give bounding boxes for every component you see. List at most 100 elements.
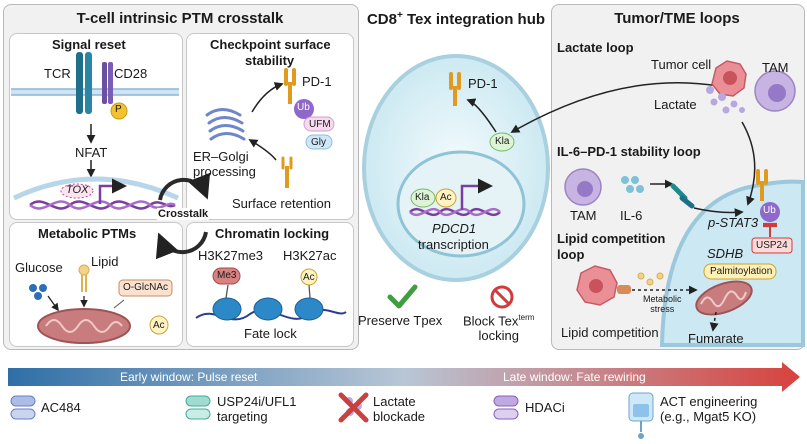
right-ub-label: Ub (763, 205, 776, 216)
therapy-act-1: ACT engineering (660, 394, 758, 409)
signal-reset-title: Signal reset (52, 37, 126, 52)
early-window-label: Early window: Pulse reset (120, 370, 258, 384)
nuclear-ac-label: Ac (440, 192, 452, 203)
checkpoint-pd1-label: PD-1 (302, 74, 332, 89)
usp24-badge (751, 237, 793, 254)
center-dna-helix (409, 207, 501, 217)
me3-badge (212, 267, 241, 285)
tam-cell-icon (754, 70, 796, 112)
right-panel-title: Tumor/TME loops (614, 10, 740, 27)
er-golgi-label-1: ER–Golgi (193, 149, 249, 164)
ac484-pill-icon (10, 395, 36, 420)
tcr-receptor (76, 52, 92, 114)
crosstalk-cycle-icon (155, 172, 211, 260)
block-icon (490, 285, 514, 309)
lipid-label: Lipid (91, 254, 119, 269)
me3-label: Me3 (217, 270, 237, 281)
right-pd1-icon (756, 169, 768, 201)
therapy-usp24i-1: USP24i/UFL1 (217, 394, 297, 409)
late-window-label: Late window: Fate rewiring (503, 370, 646, 384)
ufm-label: UFM (309, 119, 331, 130)
glucose-icon (29, 284, 47, 300)
pstat3-label: p-STAT3 (708, 215, 759, 230)
lipid-loop-title-2: loop (557, 247, 585, 262)
center-title: CD8+ Tex integration hub (366, 10, 546, 28)
tox-gene-badge (60, 183, 94, 199)
left-panel-title: T-cell intrinsic PTM crosstalk (76, 10, 284, 27)
sdhb-label: SDHB (707, 246, 744, 261)
h3k27ac-label: H3K27ac (283, 248, 337, 263)
tox-label: TOX (66, 184, 89, 196)
palmitoylation-label: Palmitoylation (710, 266, 773, 277)
center-pd1-icon (449, 72, 461, 106)
er-golgi-label-2: processing (193, 164, 256, 179)
center-pd1-label: PD-1 (468, 76, 498, 91)
oglcnac-badge (118, 279, 173, 297)
cd28-receptor (102, 62, 113, 104)
chromatin-box (186, 222, 354, 347)
therapy-lactate-2: blockade (373, 409, 426, 424)
il6-label: IL-6 (620, 208, 643, 223)
target-cell-membrane (659, 179, 805, 347)
tumor-cell-label: Tumor cell (651, 57, 712, 72)
preserve-tpex-check-icon (387, 284, 418, 309)
tam-label: TAM (762, 60, 789, 75)
nuclear-ac-badge (435, 188, 457, 208)
oglcnac-link (113, 299, 125, 309)
tcr-label: TCR (44, 66, 71, 81)
me3-tail (225, 284, 229, 299)
tam2-cell-icon (564, 168, 602, 206)
il6-receptor-icon (670, 183, 695, 209)
cyto-kla-badge (489, 132, 515, 152)
chromatin-title: Chromatin locking (215, 226, 330, 241)
pdcd1-label: PDCD1 (432, 221, 477, 236)
right-ub-badge (760, 202, 780, 222)
transcription-arrow (98, 178, 127, 204)
phospho-icon (110, 102, 128, 120)
nucleosome-icon (212, 297, 324, 321)
usp24-label: USP24 (756, 240, 788, 251)
timeline-arrow (8, 362, 800, 392)
hdaci-pill-icon (493, 395, 519, 420)
lipid-tumor-cell-icon (576, 265, 618, 306)
fatty-acid-dots-icon (637, 272, 664, 286)
il6-dots-icon (621, 176, 644, 193)
gly-label: Gly (311, 137, 326, 148)
nucleus-envelope (12, 176, 180, 201)
cyto-kla-label: Kla (495, 136, 510, 147)
phospho-label: P (115, 104, 122, 115)
ub-badge (294, 99, 314, 119)
lactate-label: Lactate (654, 97, 697, 112)
fumarate-label: Fumarate (688, 331, 744, 346)
golgi-icon (205, 108, 246, 141)
nfat-label: NFAT (75, 145, 108, 160)
lipid-loop-title-1: Lipid competition (557, 231, 666, 246)
retention-to-golgi-arrow (248, 139, 277, 161)
therapy-act-2: (e.g., Mgat5 KO) (660, 409, 757, 424)
lipid-icon (78, 264, 90, 292)
ufm-badge (303, 116, 335, 132)
palmitoylation-badge (703, 263, 777, 280)
therapy-usp24i-2: targeting (217, 409, 268, 424)
metabolic-title: Metabolic PTMs (38, 226, 137, 241)
chromatin-ac-badge (300, 268, 318, 286)
surface-retention-label: Surface retention (232, 196, 332, 211)
crosstalk-label: Crosstalk (157, 208, 210, 220)
fate-lock-label: Fate lock (244, 326, 297, 341)
pd1-receptor-icon (284, 68, 296, 104)
lactate-blockade-icon (338, 392, 369, 423)
nuclear-kla-badge (410, 188, 436, 208)
checkpoint-title-2: stability (245, 53, 295, 68)
transcription-label: transcription (418, 237, 489, 252)
kla-to-pd1-arrow (466, 98, 497, 133)
oglcnac-label: O-GlcNAc (123, 282, 168, 293)
il6-loop-title: IL-6–PD-1 stability loop (557, 144, 701, 159)
er-to-pd1-arrow (251, 82, 284, 113)
glucose-label: Glucose (15, 260, 63, 275)
ub-label: Ub (297, 102, 310, 113)
therapy-hdaci: HDACi (525, 400, 565, 415)
therapy-lactate-1: Lactate (373, 394, 416, 409)
lactate-loop-title: Lactate loop (557, 40, 634, 55)
nuclear-kla-label: Kla (415, 192, 430, 203)
